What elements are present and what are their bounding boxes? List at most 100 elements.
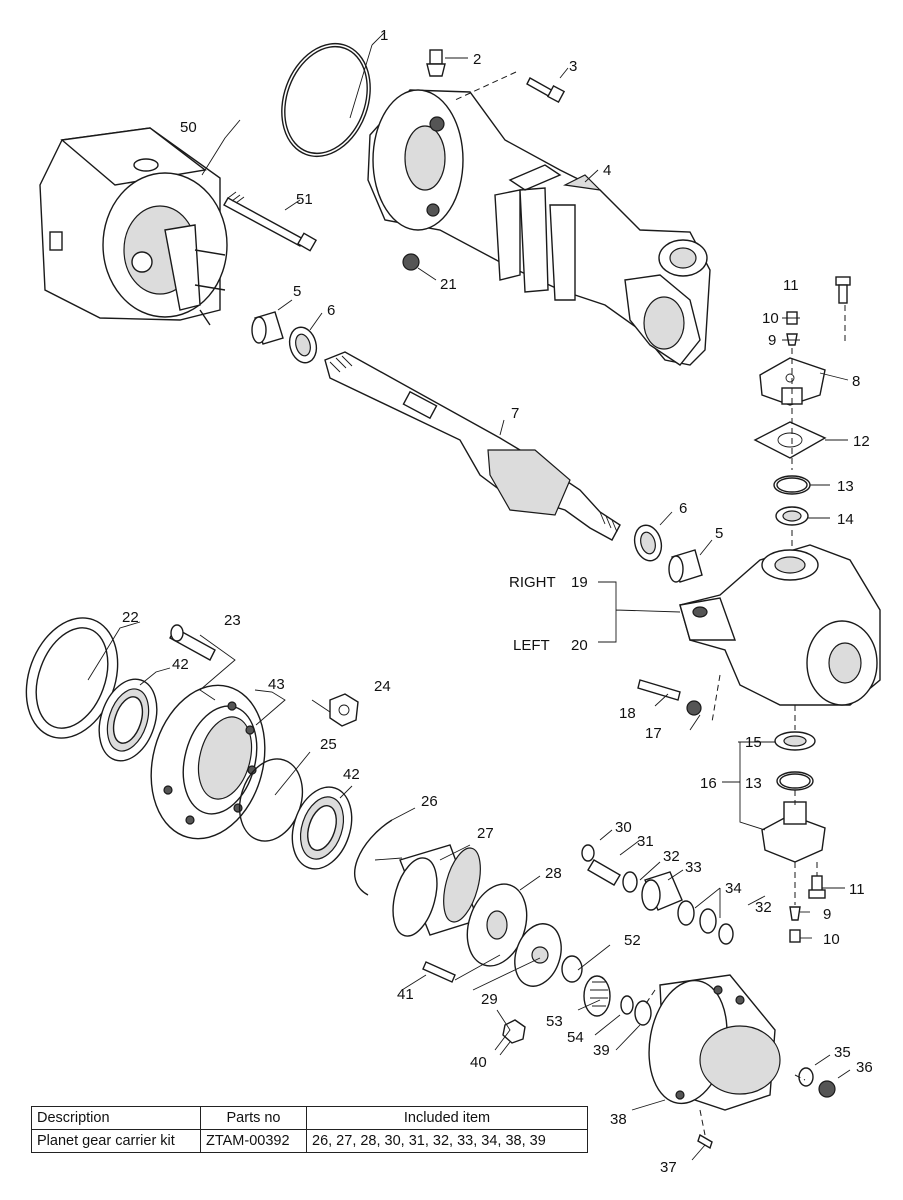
callout-15: 15 — [745, 734, 762, 751]
callout-31: 31 — [637, 833, 654, 850]
seal-6-right — [633, 524, 663, 562]
planet-gear-33 — [641, 871, 683, 911]
callout-9-top: 9 — [768, 332, 776, 349]
callout-8: 8 — [852, 373, 860, 390]
header-description: Description — [31, 1106, 201, 1130]
washer-54 — [620, 995, 634, 1015]
header-parts-no: Parts no — [200, 1106, 307, 1130]
pin-31 — [587, 859, 621, 886]
bushing-5-right — [668, 549, 703, 583]
callout-25: 25 — [320, 736, 337, 753]
callout-5-left: 5 — [293, 283, 301, 300]
label-right: RIGHT — [509, 574, 556, 591]
o-ring-large — [281, 42, 371, 158]
callout-50: 50 — [180, 119, 197, 136]
callout-24: 24 — [374, 678, 391, 695]
callout-53: 53 — [546, 1013, 563, 1030]
o-ring-13-bottom — [776, 771, 814, 791]
snap-ring-26 — [354, 819, 393, 896]
planet-carrier-28 — [466, 883, 528, 967]
callout-11-top: 11 — [783, 277, 799, 294]
callout-20: 20 — [571, 637, 588, 654]
bearing-42-left — [98, 678, 158, 762]
callout-12: 12 — [853, 433, 870, 450]
kingpin-lower-16 — [761, 801, 826, 863]
callout-11-bottom: 11 — [849, 881, 865, 898]
callout-43: 43 — [268, 676, 285, 693]
callout-23: 23 — [224, 612, 241, 629]
callout-28: 28 — [545, 865, 562, 882]
callout-3: 3 — [569, 58, 577, 75]
screw-37 — [697, 1133, 713, 1150]
callout-29: 29 — [481, 991, 498, 1008]
thrust-washer-39 — [634, 1000, 652, 1026]
shim-12 — [753, 421, 827, 459]
label-left: LEFT — [513, 637, 550, 654]
callout-labels: 1 2 3 50 4 51 21 11 5 6 10 9 8 7 12 13 6… — [122, 27, 873, 1176]
callout-36: 36 — [856, 1059, 873, 1076]
callout-27: 27 — [477, 825, 494, 842]
kingpin-bolt-11 — [835, 276, 851, 304]
parts-kit-table: Description Parts no Included item Plane… — [31, 1106, 588, 1153]
callout-16: 16 — [700, 775, 717, 792]
bearing-15 — [774, 731, 816, 751]
circlip-30 — [581, 844, 595, 862]
bolt-11-lower — [808, 875, 826, 899]
callout-18: 18 — [619, 705, 636, 722]
stud-23 — [169, 624, 216, 661]
nut-21 — [402, 253, 420, 271]
drive-shaft — [324, 351, 621, 541]
callout-6-left: 6 — [327, 302, 335, 319]
needle-bearing-34 — [677, 900, 717, 934]
cover-38 — [648, 974, 781, 1111]
plate-29 — [514, 923, 562, 987]
plug-36 — [818, 1080, 836, 1098]
callout-54: 54 — [567, 1029, 584, 1046]
callout-13-top: 13 — [837, 478, 854, 495]
stop-bolt-18 — [637, 679, 681, 701]
sun-gear-53 — [583, 975, 611, 1017]
callout-5-right: 5 — [715, 525, 723, 542]
nut-17 — [686, 700, 702, 716]
fitting-9-lower — [789, 906, 801, 921]
seal-6-left — [288, 326, 318, 364]
bearing-42-right — [291, 786, 353, 870]
steering-knuckle — [679, 544, 881, 706]
callout-13-bottom: 13 — [745, 775, 762, 792]
callout-22: 22 — [122, 609, 139, 626]
nut-24 — [329, 693, 359, 727]
fitting-9 — [786, 333, 798, 346]
callout-1: 1 — [380, 27, 388, 44]
bearing-14 — [775, 506, 809, 526]
callout-42-right: 42 — [343, 766, 360, 783]
callout-6-right: 6 — [679, 500, 687, 517]
callout-32-lower: 32 — [755, 899, 772, 916]
callout-14: 14 — [837, 511, 854, 528]
callout-21: 21 — [440, 276, 457, 293]
callout-4: 4 — [603, 162, 611, 179]
callout-26: 26 — [421, 793, 438, 810]
cell-description: Planet gear carrier kit — [31, 1129, 201, 1153]
bushing-5-left — [251, 311, 284, 345]
callout-39: 39 — [593, 1042, 610, 1059]
washer-32-upper — [622, 871, 638, 893]
axle-housing — [367, 89, 711, 366]
ring-gear-27 — [392, 844, 481, 937]
differential-housing — [39, 127, 228, 326]
callout-52: 52 — [624, 932, 641, 949]
nut-40 — [502, 1019, 526, 1044]
callout-19: 19 — [571, 574, 588, 591]
callout-37: 37 — [660, 1159, 677, 1176]
callout-38: 38 — [610, 1111, 627, 1128]
cell-parts-no: ZTAM-00392 — [200, 1129, 307, 1153]
callout-30: 30 — [615, 819, 632, 836]
header-included-item: Included item — [306, 1106, 588, 1130]
seal-22 — [25, 617, 119, 739]
callout-2: 2 — [473, 51, 481, 68]
callout-32-upper: 32 — [663, 848, 680, 865]
long-bolt — [223, 191, 318, 252]
center-lines — [454, 71, 846, 1136]
callout-42-left: 42 — [172, 656, 189, 673]
o-ring-13-top — [773, 475, 811, 495]
